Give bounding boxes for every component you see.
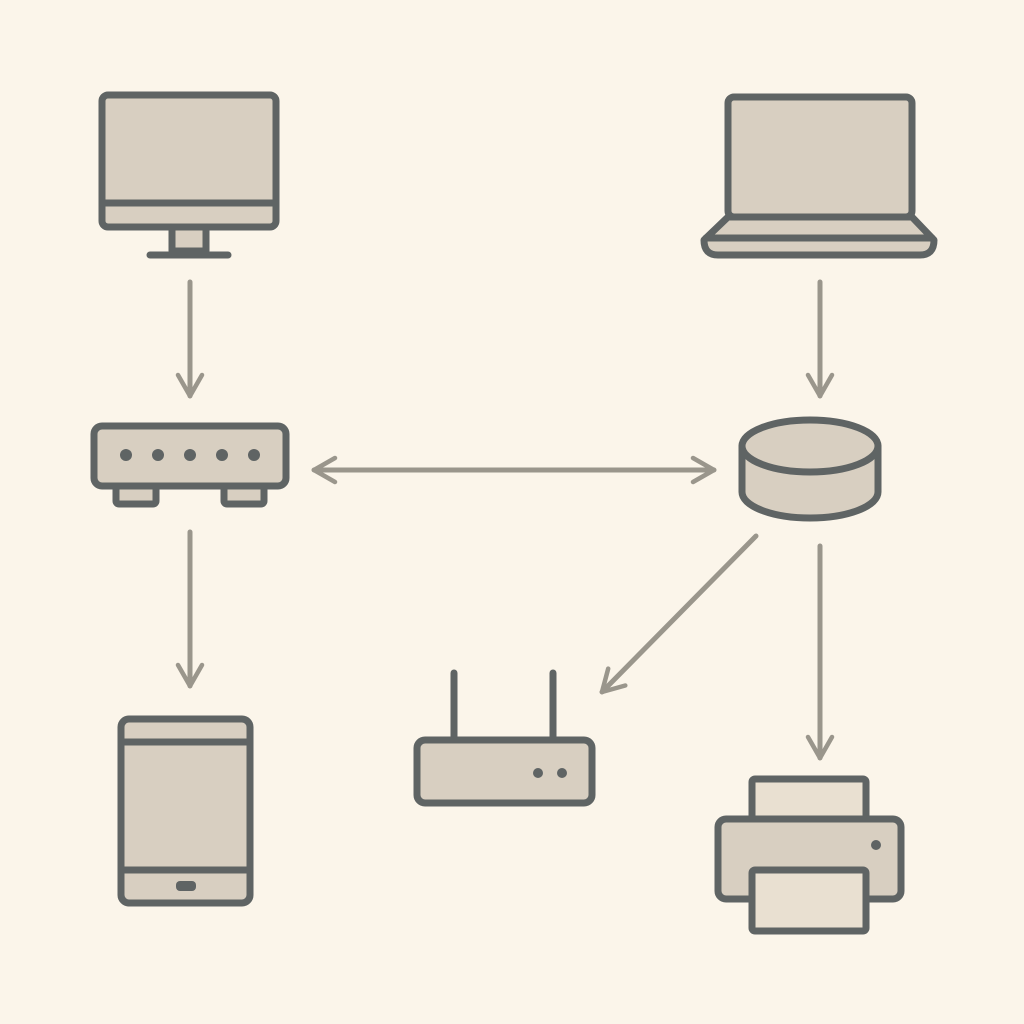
switch-port-led	[216, 449, 228, 461]
edges	[175, 279, 835, 761]
switch-port-led	[248, 449, 260, 461]
wifi-router-icon	[413, 669, 596, 807]
database-cylinder-icon	[738, 416, 882, 522]
printer-icon	[714, 775, 905, 935]
switch-port-led	[120, 449, 132, 461]
printer-status-led	[871, 840, 881, 850]
desktop-monitor-icon	[98, 91, 280, 259]
tablet-icon	[117, 715, 254, 907]
tablet-home-button	[176, 881, 196, 891]
laptop-icon	[700, 93, 938, 259]
router-led	[533, 768, 543, 778]
switch-port-led	[184, 449, 196, 461]
switch-port-led	[152, 449, 164, 461]
edge-storage-to-router	[599, 533, 759, 695]
router-led	[557, 768, 567, 778]
network-switch-icon	[90, 422, 290, 508]
